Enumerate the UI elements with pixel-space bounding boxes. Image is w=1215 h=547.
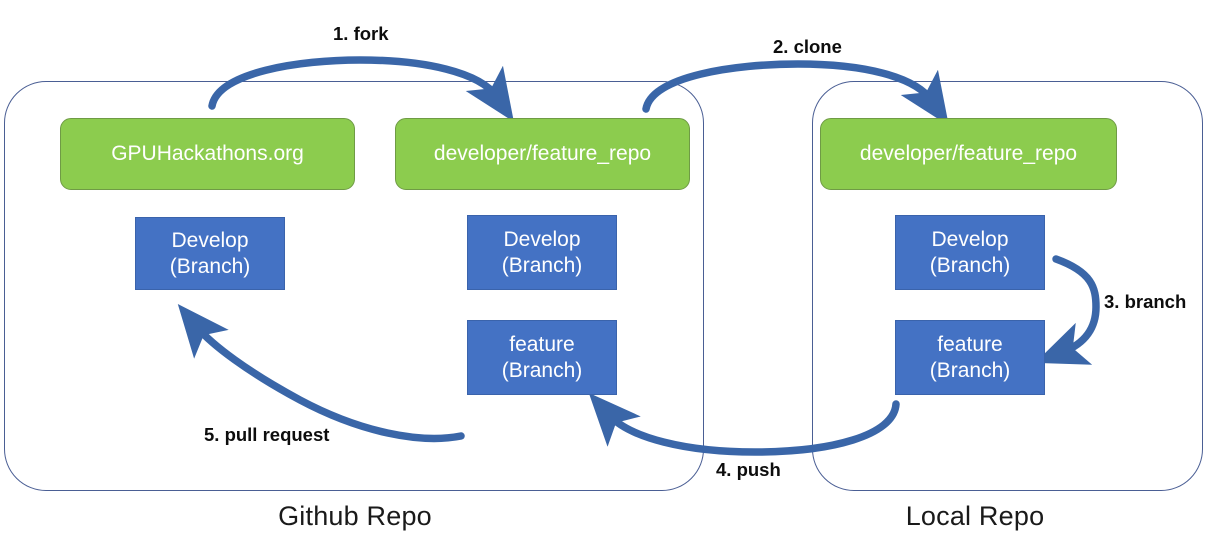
step-label-pull-request: 5. pull request — [204, 424, 330, 445]
branch-box-fork-feature[interactable]: feature (Branch) — [467, 320, 617, 395]
branch-box-local-develop-line1: Develop — [931, 227, 1009, 251]
branch-box-local-develop-line2: (Branch) — [929, 253, 1011, 277]
local-repo-container — [812, 81, 1203, 491]
repo-box-gpuhackathons[interactable]: GPUHackathons.org — [60, 118, 355, 190]
step-label-fork: 1. fork — [333, 23, 389, 44]
branch-box-upstream-develop-line1: Develop — [171, 228, 249, 252]
branch-box-fork-develop[interactable]: Develop (Branch) — [467, 215, 617, 290]
branch-box-fork-feature-line2: (Branch) — [501, 358, 583, 382]
step-label-clone: 2. clone — [773, 36, 842, 57]
branch-box-fork-feature-line1: feature — [509, 332, 575, 356]
step-label-branch: 3. branch — [1104, 291, 1187, 312]
caption-github-repo: Github Repo — [278, 501, 432, 531]
branch-box-fork-develop-line1: Develop — [503, 227, 581, 251]
step-label-push: 4. push — [716, 459, 781, 480]
repo-box-github-fork[interactable]: developer/feature_repo — [395, 118, 690, 190]
caption-local-repo: Local Repo — [905, 501, 1045, 531]
repo-box-local-label: developer/feature_repo — [859, 141, 1078, 165]
repo-box-github-fork-label: developer/feature_repo — [433, 141, 652, 165]
branch-box-local-develop[interactable]: Develop (Branch) — [895, 215, 1045, 290]
repo-box-gpuhackathons-label: GPUHackathons.org — [111, 141, 304, 165]
branch-box-fork-develop-line2: (Branch) — [501, 253, 583, 277]
branch-box-local-feature-line1: feature — [937, 332, 1003, 356]
branch-box-upstream-develop-line2: (Branch) — [169, 254, 251, 278]
repo-box-local[interactable]: developer/feature_repo — [820, 118, 1117, 190]
branch-box-local-feature-line2: (Branch) — [929, 358, 1011, 382]
branch-box-local-feature[interactable]: feature (Branch) — [895, 320, 1045, 395]
branch-box-upstream-develop[interactable]: Develop (Branch) — [135, 217, 285, 290]
